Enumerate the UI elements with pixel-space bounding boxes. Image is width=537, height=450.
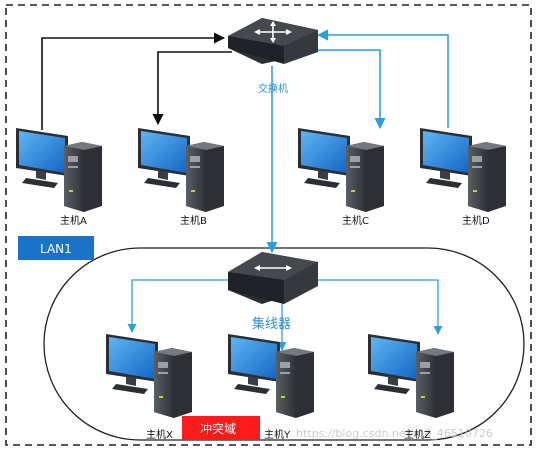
arrow-switch-to-hostC	[312, 49, 386, 130]
host-a	[16, 128, 102, 212]
host-y-label: 主机Y	[264, 428, 291, 441]
arrow-switch-to-hostB	[152, 51, 232, 126]
lan-badge: LAN1	[18, 236, 94, 260]
host-z	[368, 334, 454, 418]
host-z-label: 主机Z	[404, 428, 431, 441]
hub-label: 集线器	[252, 316, 291, 332]
arrow-hub-to-hostZ	[318, 279, 443, 335]
lan-badge-text: LAN1	[40, 242, 72, 256]
host-b-label: 主机B	[180, 214, 207, 227]
collision-domain-badge: 冲突域	[182, 416, 260, 440]
host-x	[106, 334, 192, 418]
host-c-label: 主机C	[342, 214, 369, 227]
watermark: https://blog.csdn.net/m0_46510726	[296, 427, 493, 440]
arrow-hostD-to-switch	[316, 29, 449, 128]
switch-device	[228, 18, 318, 64]
arrow-hostA-to-switch	[41, 32, 226, 130]
collision-domain-boundary	[43, 247, 525, 441]
host-y	[228, 334, 314, 418]
host-x-label: 主机X	[146, 428, 173, 441]
hub-device	[228, 252, 318, 304]
collision-domain-text: 冲突域	[200, 421, 236, 436]
host-d-label: 主机D	[462, 214, 490, 227]
switch-label: 交换机	[258, 82, 288, 95]
switch-arrows-icon	[258, 24, 288, 40]
hub-arrows-icon	[254, 265, 292, 271]
host-c	[298, 128, 384, 212]
host-d	[420, 128, 506, 212]
host-b	[138, 128, 224, 212]
arrow-hub-to-hostX	[127, 279, 228, 333]
lan-boundary	[5, 4, 532, 446]
host-a-label: 主机A	[60, 214, 87, 227]
